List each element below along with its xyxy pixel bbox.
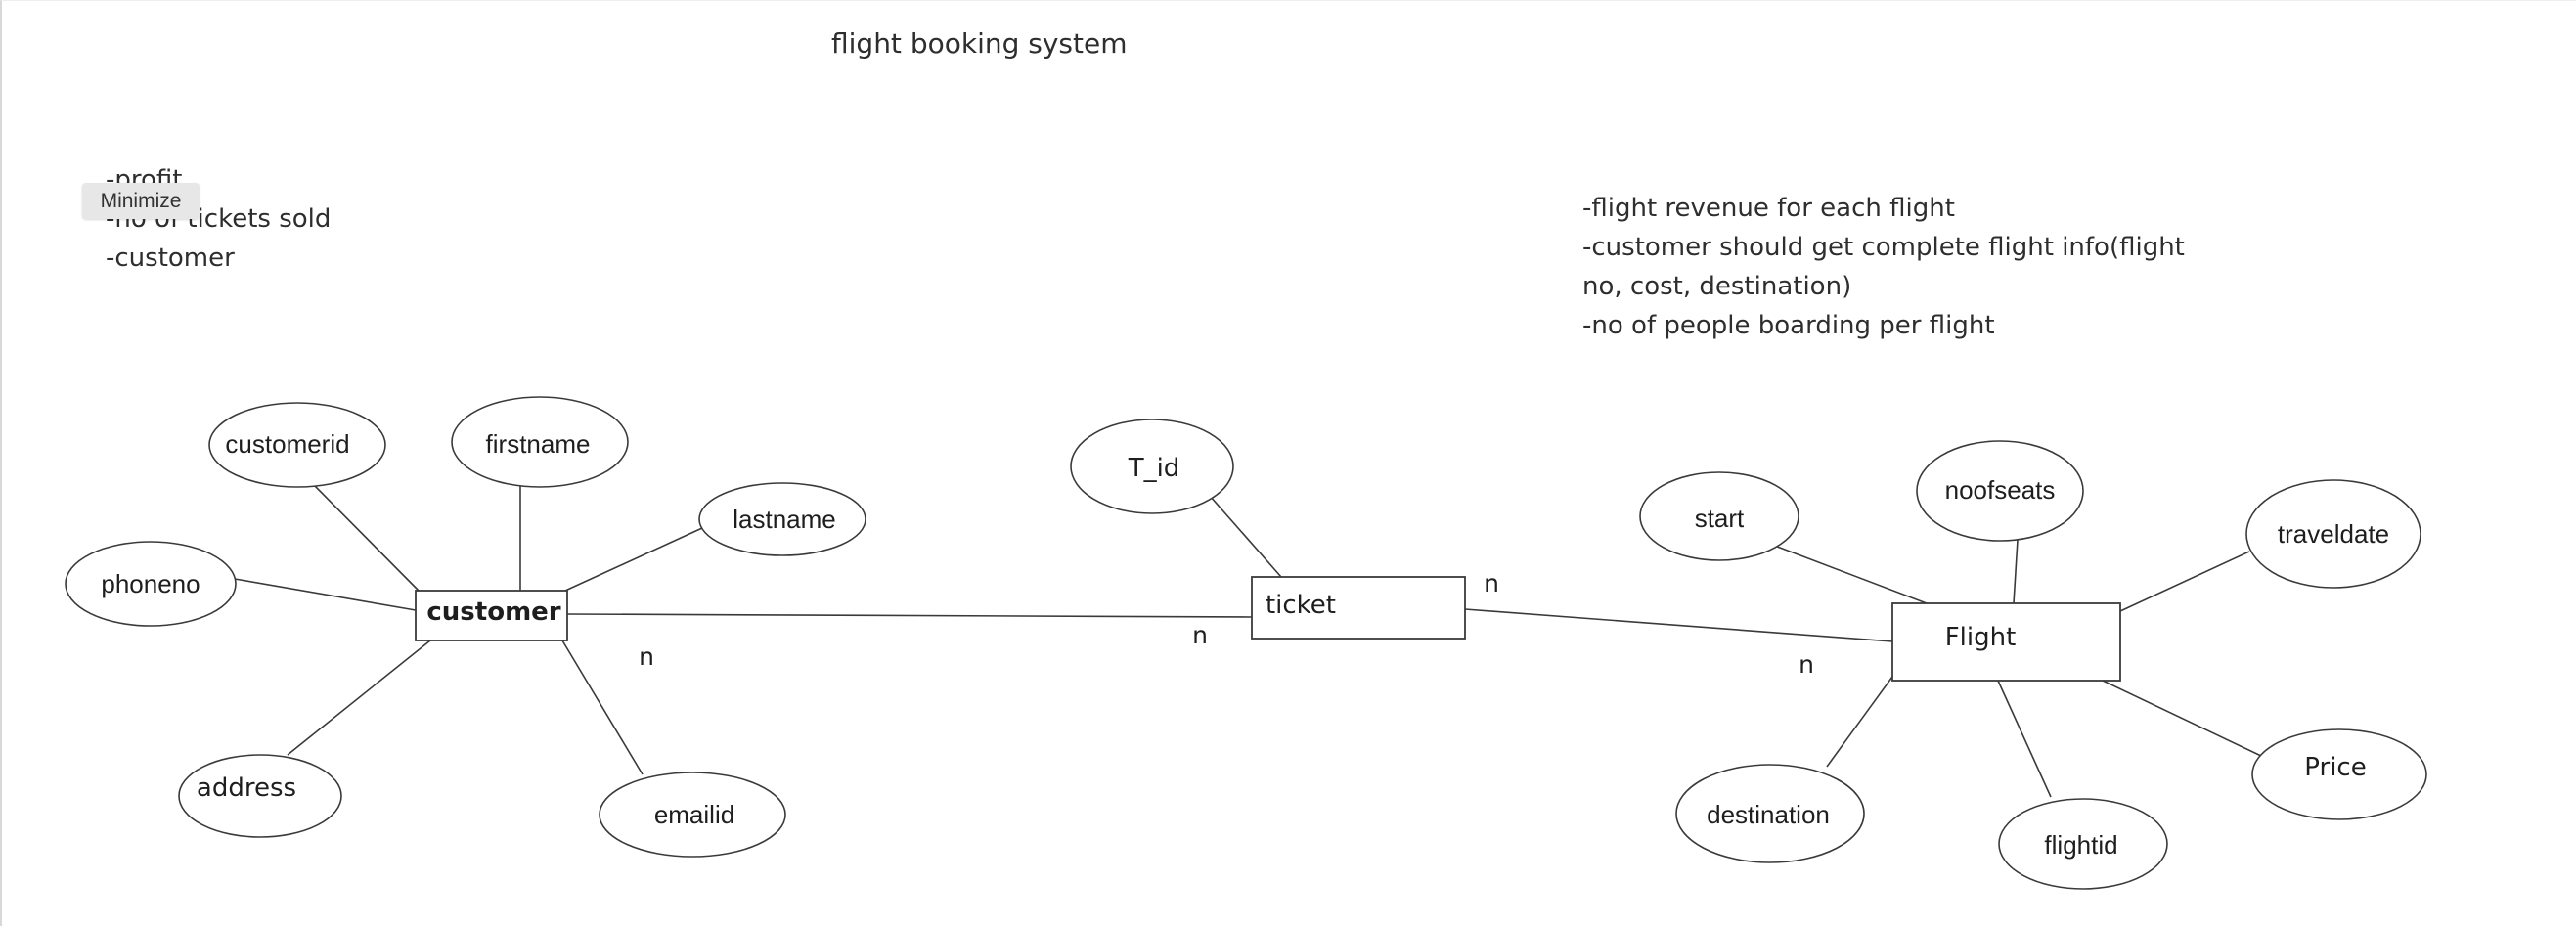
attr-firstname-ellipse [451,396,629,488]
link-address [287,640,431,756]
attr-noofseats-ellipse [1916,440,2084,542]
cardinality-ticket-left: n [1192,621,1208,649]
attr-phoneno-ellipse [65,541,237,627]
link-start [1771,544,1928,604]
entity-flight-box [1891,602,2121,682]
attr-emailid-label: emailid [654,800,734,829]
link-tid [1209,495,1282,578]
link-flightid [1997,680,2052,798]
diagram-title: flight booking system [831,27,1128,60]
attr-address-ellipse [178,754,342,838]
attr-flightid-ellipse [1998,798,2168,890]
attr-noofseats-label: noofseats [1945,475,2056,505]
note-right-line: -flight revenue for each flight [1582,194,1955,223]
link-ticket-flight [1464,608,1893,642]
note-left-line: -customer [106,243,235,273]
link-lastname [564,527,703,592]
attr-destination-ellipse [1675,764,1865,863]
attr-traveldate-ellipse [2245,479,2421,589]
note-right-line: -customer should get complete flight inf… [1582,233,2185,262]
link-customerid [314,485,420,592]
link-emailid [561,640,644,775]
attr-price-ellipse [2251,728,2427,820]
note-right-line: no, cost, destination) [1582,272,1852,301]
link-price [2102,680,2262,757]
attr-address-label: address [197,773,296,803]
attr-customerid-label: customerid [225,429,349,459]
minimize-button[interactable]: Minimize [82,183,200,219]
entity-customer-label: customer [426,597,560,627]
attr-price-label: Price [2304,753,2366,782]
attr-traveldate-label: traveldate [2278,519,2389,549]
attr-emailid-ellipse [599,772,786,858]
cardinality-ticket-right: n [1484,569,1499,597]
entity-ticket-label: ticket [1266,591,1336,620]
attr-tid-label: T_id [1128,454,1180,483]
connector-lines [234,483,2262,798]
attr-lastname-ellipse [698,482,866,556]
entity-customer-box [415,590,568,641]
attr-flightid-label: flightid [2044,830,2117,860]
attr-start-ellipse [1639,471,1799,561]
attr-start-label: start [1695,504,1745,533]
link-destination [1826,676,1893,768]
attr-destination-label: destination [1707,800,1830,829]
entity-flight-label: Flight [1945,623,2017,652]
notes-right: -flight revenue for each flight -custome… [1582,189,2185,345]
attr-tid-ellipse [1070,419,1234,514]
link-traveldate [2119,551,2250,612]
attr-customerid-ellipse [208,402,386,488]
entity-ticket-box [1251,576,1466,640]
note-right-line: -no of people boarding per flight [1582,311,1995,340]
attr-lastname-label: lastname [733,505,836,534]
link-noofseats [2013,539,2019,604]
link-customer-ticket [566,613,1253,618]
link-phoneno [234,578,417,611]
attr-phoneno-label: phoneno [101,569,200,598]
cardinality-flight: n [1799,650,1814,679]
cardinality-customer: n [639,642,654,671]
attr-firstname-label: firstname [486,429,591,459]
